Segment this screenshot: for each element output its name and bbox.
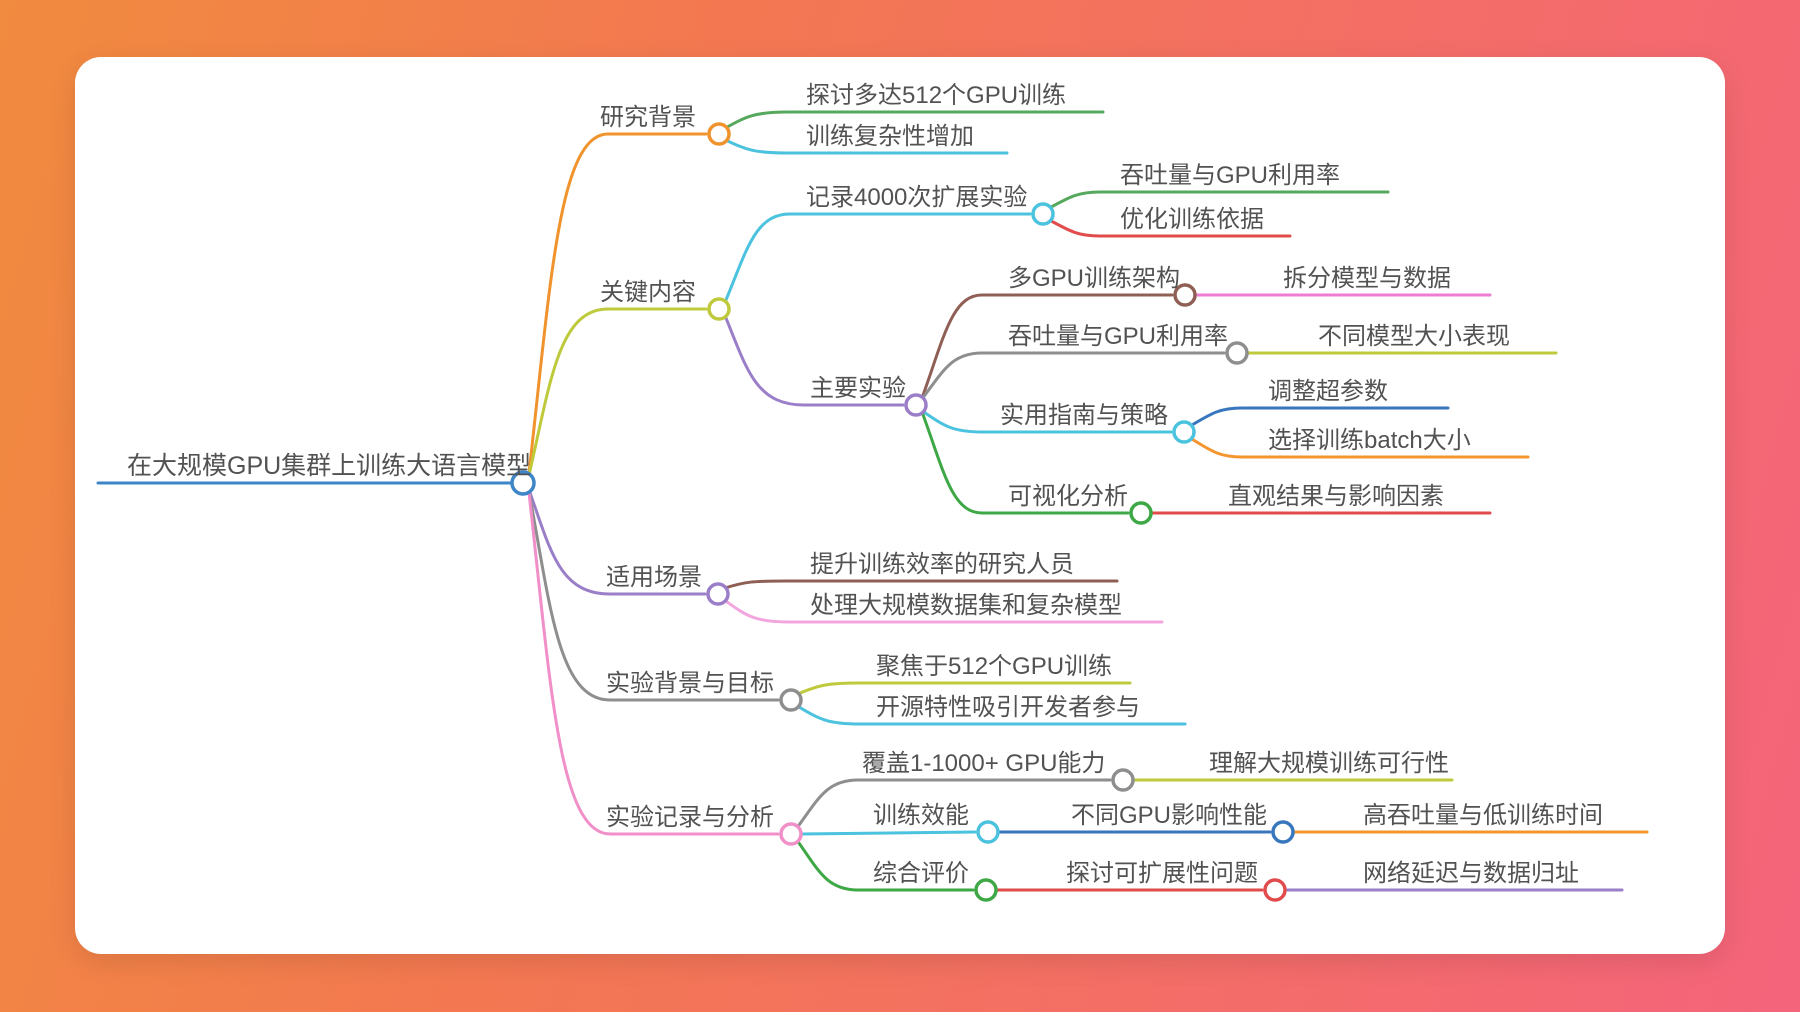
- node-label-b2c2c3[interactable]: 实用指南与策略: [1000, 402, 1168, 429]
- node-label-b5c1c1[interactable]: 理解大规模训练可行性: [1209, 750, 1449, 777]
- node-label-b5c2[interactable]: 训练效能: [873, 802, 969, 829]
- node-toggle-b5c3c1[interactable]: [1263, 878, 1287, 902]
- edge-b2c1: [723, 212, 1032, 305]
- edge-b1c2: [723, 138, 1009, 155]
- edge-b2c1c1: [1047, 190, 1390, 210]
- node-toggle-b5[interactable]: [779, 822, 803, 846]
- node-label-b2c2[interactable]: 主要实验: [810, 375, 906, 402]
- edge-b2c2c2: [920, 351, 1226, 401]
- node-label-b4c1[interactable]: 聚焦于512个GPU训练: [876, 653, 1112, 680]
- node-toggle-b2c2[interactable]: [904, 393, 928, 417]
- node-label-b1c1[interactable]: 探讨多达512个GPU训练: [806, 82, 1066, 109]
- node-label-b3c1[interactable]: 提升训练效率的研究人员: [810, 551, 1074, 578]
- edge-b2c2c3: [920, 409, 1173, 434]
- edge-b5c3: [795, 838, 975, 892]
- node-label-b2[interactable]: 关键内容: [600, 279, 696, 306]
- node-label-b2c2c4c1[interactable]: 直观结果与影响因素: [1228, 483, 1444, 510]
- node-label-b2c2c4[interactable]: 可视化分析: [1008, 483, 1128, 510]
- node-label-b4c2[interactable]: 开源特性吸引开发者参与: [876, 694, 1140, 721]
- node-label-b3c2[interactable]: 处理大规模数据集和复杂模型: [810, 592, 1122, 619]
- edge-b3c1: [722, 579, 1119, 590]
- node-toggle-b2c1[interactable]: [1031, 202, 1055, 226]
- edge-b4c1: [795, 681, 1132, 696]
- edge-b1c1: [723, 110, 1105, 130]
- node-label-b4[interactable]: 实验背景与目标: [606, 670, 774, 697]
- node-toggle-b2[interactable]: [707, 297, 731, 321]
- node-label-b1c2[interactable]: 训练复杂性增加: [806, 123, 974, 150]
- edge-b2c2: [723, 313, 905, 407]
- edge-b3: [527, 487, 707, 596]
- node-label-b5c3[interactable]: 综合评价: [873, 860, 969, 887]
- node-toggle-b2c2c1[interactable]: [1173, 283, 1197, 307]
- node-toggle-b3[interactable]: [706, 582, 730, 606]
- edge-b2c2c3c2: [1188, 436, 1530, 459]
- edge-b5c2: [799, 830, 977, 836]
- edge-b5c1: [795, 778, 1112, 830]
- node-toggle-b2c2c2[interactable]: [1225, 341, 1249, 365]
- node-label-b2c2c2c1[interactable]: 不同模型大小表现: [1318, 323, 1510, 350]
- node-label-b2c1c1[interactable]: 吞吐量与GPU利用率: [1120, 162, 1340, 189]
- node-label-b5c2c1[interactable]: 不同GPU影响性能: [1071, 802, 1267, 829]
- node-toggle-b2c2c3[interactable]: [1172, 420, 1196, 444]
- node-label-b5c3c1[interactable]: 探讨可扩展性问题: [1066, 860, 1258, 887]
- edge-b4: [527, 487, 780, 702]
- edge-b5: [527, 487, 780, 836]
- edge-b1: [527, 132, 708, 479]
- node-label-b2c1c2[interactable]: 优化训练依据: [1120, 206, 1264, 233]
- edge-b3c2: [722, 598, 1164, 624]
- node-label-b5c2c1c1[interactable]: 高吞吐量与低训练时间: [1363, 802, 1603, 829]
- node-label-root[interactable]: 在大规模GPU集群上训练大语言模型: [127, 452, 531, 480]
- node-label-b5c3c1c1[interactable]: 网络延迟与数据归址: [1363, 860, 1579, 887]
- node-label-b2c2c2[interactable]: 吞吐量与GPU利用率: [1008, 323, 1228, 350]
- node-toggle-b5c2c1[interactable]: [1271, 820, 1295, 844]
- edge-b4c2: [795, 704, 1187, 726]
- edge-b2c2c1: [920, 293, 1174, 401]
- node-toggle-b1[interactable]: [707, 122, 731, 146]
- node-toggle-b5c3[interactable]: [974, 878, 998, 902]
- node-toggle-root[interactable]: [510, 470, 536, 496]
- node-toggle-b2c2c4[interactable]: [1129, 501, 1153, 525]
- node-toggle-b4[interactable]: [779, 688, 803, 712]
- node-label-b2c2c3c2[interactable]: 选择训练batch大小: [1268, 427, 1471, 454]
- node-toggle-b5c1[interactable]: [1111, 768, 1135, 792]
- node-label-b5[interactable]: 实验记录与分析: [606, 804, 774, 831]
- node-label-b2c2c1[interactable]: 多GPU训练架构: [1008, 265, 1180, 292]
- node-label-b2c2c1c1[interactable]: 拆分模型与数据: [1283, 265, 1451, 292]
- mindmap-card: [75, 57, 1725, 954]
- node-label-b2c2c3c1[interactable]: 调整超参数: [1268, 378, 1388, 405]
- node-label-b1[interactable]: 研究背景: [600, 104, 696, 131]
- node-label-b3[interactable]: 适用场景: [606, 564, 702, 591]
- node-label-b5c1[interactable]: 覆盖1-1000+ GPU能力: [862, 750, 1105, 777]
- node-toggle-b5c2[interactable]: [976, 820, 1000, 844]
- edge-b2c2c3c1: [1188, 406, 1450, 428]
- node-label-b2c1[interactable]: 记录4000次扩展实验: [806, 184, 1027, 211]
- edge-b2c1c2: [1047, 218, 1292, 238]
- edge-b2: [527, 307, 708, 479]
- edge-b2c2c4: [920, 409, 1130, 515]
